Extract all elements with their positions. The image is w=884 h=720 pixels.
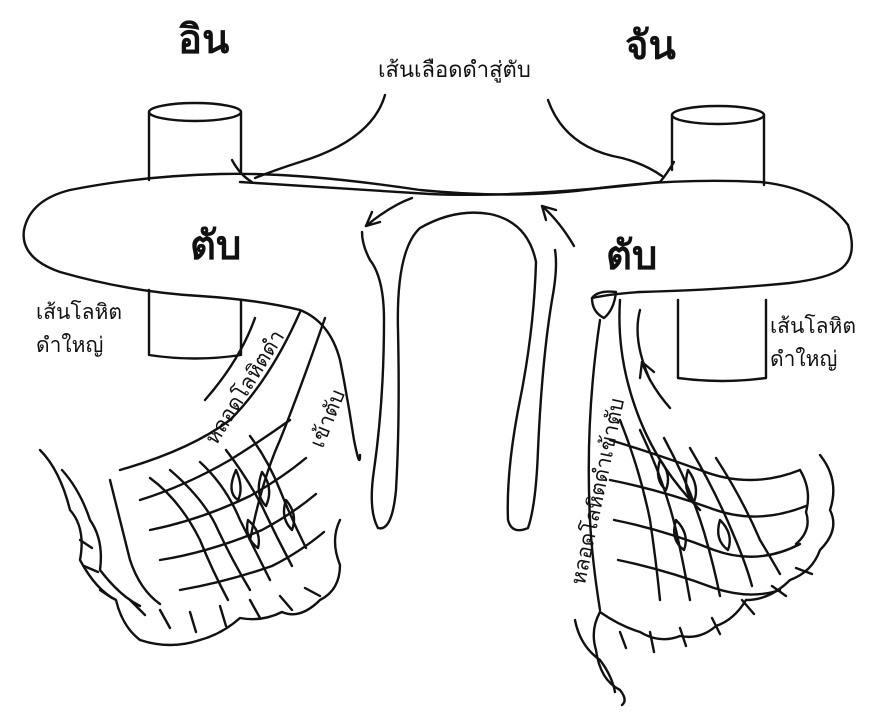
vena-left-line1: เส้นโลหิต: [36, 300, 122, 324]
right-intestines: [573, 453, 835, 707]
vena-right-line1: เส้นโลหิต: [770, 314, 856, 338]
left-intestines: [38, 448, 342, 647]
right-vessel-network: [608, 418, 808, 602]
left-vessel-network: [138, 418, 326, 602]
person-right-label: จัน: [625, 23, 676, 69]
central-bridge: [360, 211, 558, 532]
right-portal-vein: [587, 290, 702, 612]
left-liver-outline: [22, 228, 362, 462]
vena-left-label: เส้นโลหิต ดำใหญ่: [36, 300, 122, 358]
vena-right-label: เส้นโลหิต ดำใหญ่: [770, 314, 856, 372]
liver-inner-band: [238, 180, 662, 196]
right-vena-cava: [658, 104, 768, 383]
flow-arrow-left: [364, 196, 414, 228]
shared-vessel-label: เส้นเลือดดำสู่ตับ: [378, 58, 531, 83]
vena-right-line2: ดำใหญ่: [770, 347, 838, 372]
liver-left-label: ตับ: [190, 223, 242, 269]
liver-top-outline: [22, 172, 854, 270]
liver-right-label: ตับ: [606, 233, 658, 279]
flow-arrow-right: [540, 204, 576, 248]
person-left-label: อิน: [178, 17, 230, 63]
vena-left-line2: ดำใหญ่: [36, 333, 104, 358]
left-portal-vein: [118, 310, 327, 542]
shared-vein-pointer-right: [546, 98, 664, 178]
shared-vein-pointer-left: [253, 93, 387, 180]
right-liver-outline: [590, 266, 844, 300]
